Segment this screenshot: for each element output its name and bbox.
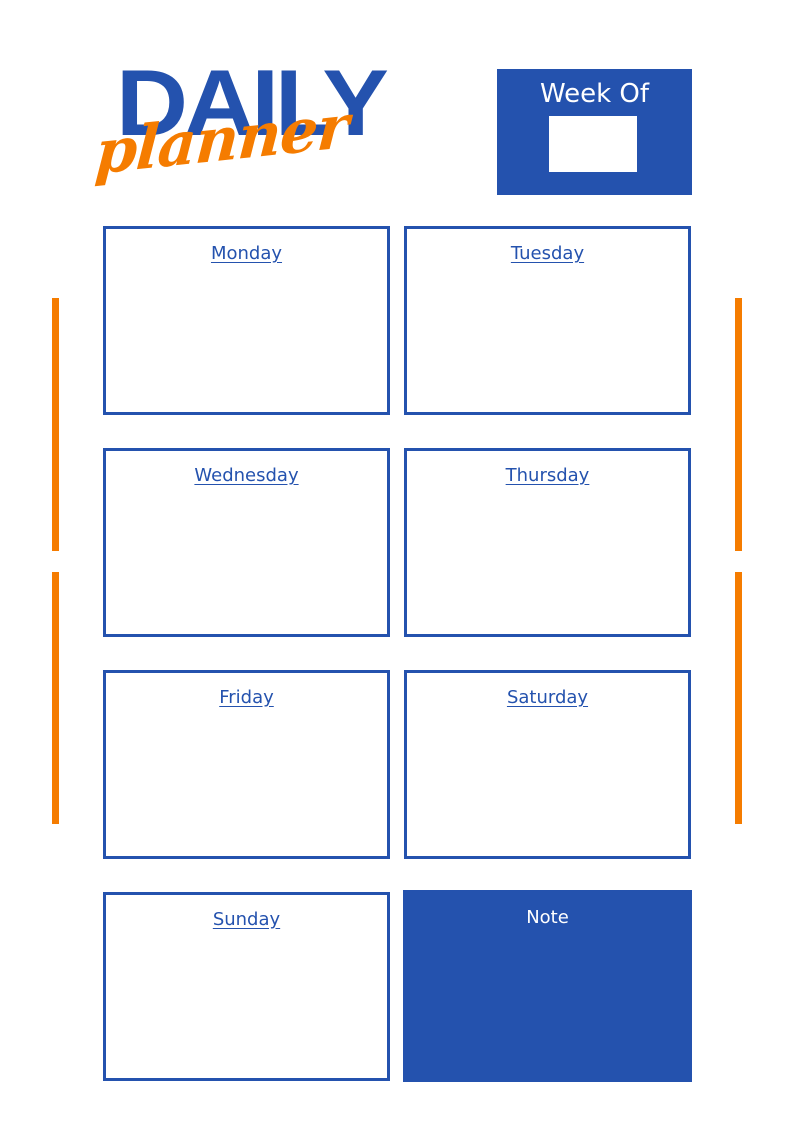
accent-bar-left-bottom [52, 572, 59, 824]
day-label-saturday: Saturday [506, 687, 589, 708]
week-of-box: Week Of [497, 69, 692, 195]
note-label: Note [526, 907, 569, 928]
day-label-friday: Friday [219, 687, 274, 708]
day-box-saturday[interactable]: Saturday [404, 670, 691, 859]
week-of-label: Week Of [539, 79, 650, 109]
day-box-wednesday[interactable]: Wednesday [103, 448, 390, 637]
day-box-monday[interactable]: Monday [103, 226, 390, 415]
accent-bar-right-bottom [735, 572, 742, 824]
day-label-sunday: Sunday [212, 909, 281, 930]
day-label-monday: Monday [210, 243, 283, 264]
day-box-sunday[interactable]: Sunday [103, 892, 390, 1081]
day-label-tuesday: Tuesday [510, 243, 585, 264]
day-box-tuesday[interactable]: Tuesday [404, 226, 691, 415]
day-label-thursday: Thursday [505, 465, 590, 486]
accent-bar-left-top [52, 298, 59, 551]
week-of-field[interactable] [549, 116, 637, 172]
title-daily: DAILY [116, 50, 389, 155]
accent-bar-right-top [735, 298, 742, 551]
day-label-wednesday: Wednesday [194, 465, 299, 486]
day-box-friday[interactable]: Friday [103, 670, 390, 859]
note-box[interactable]: Note [403, 890, 692, 1082]
day-box-thursday[interactable]: Thursday [404, 448, 691, 637]
